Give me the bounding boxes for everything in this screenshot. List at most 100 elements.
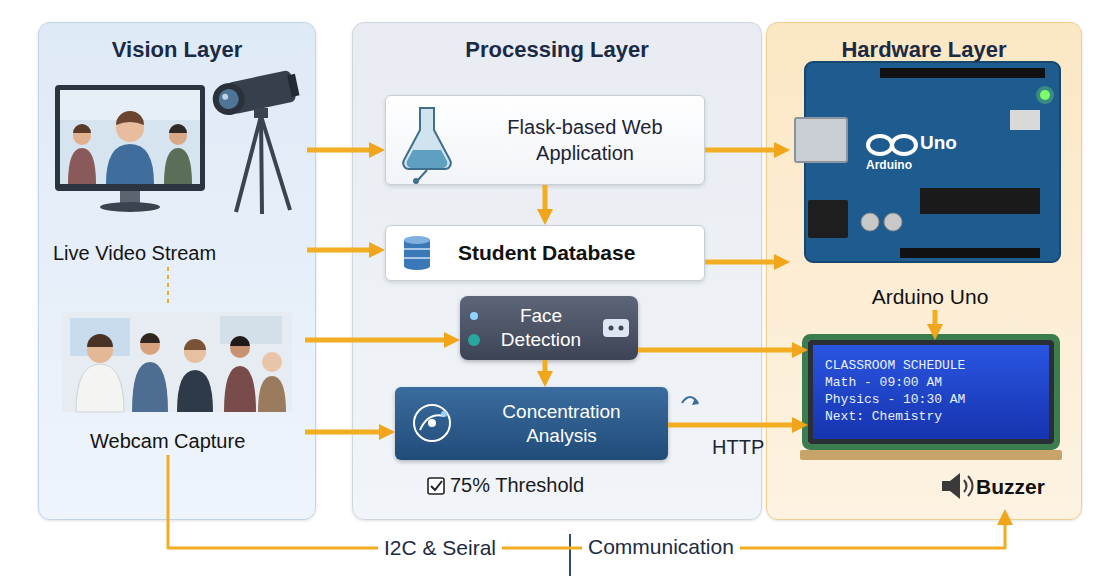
webcam-photo (140, 333, 160, 343)
webcam-photo (76, 364, 124, 412)
layer-title: Hardware Layer (767, 37, 1081, 63)
database-icon (404, 262, 430, 270)
flask-icon (413, 178, 419, 184)
arduino-board (795, 118, 847, 162)
arduino-board (884, 213, 902, 231)
checkbox-icon (431, 481, 442, 490)
arduino-board (920, 188, 1040, 214)
flow-arrow (307, 148, 379, 153)
database-icon (404, 248, 430, 250)
camera-tripod (287, 74, 299, 97)
camera-tripod (261, 116, 262, 214)
arduino-board (861, 213, 879, 231)
face-detection-icons (619, 326, 624, 331)
monitor-illustration (60, 90, 200, 184)
concentration-icon (428, 419, 436, 427)
box-label: Student Database (458, 241, 635, 265)
speaker-icon (964, 480, 967, 492)
face-detection-icons (470, 312, 478, 320)
bus-label: Communication (582, 535, 740, 559)
concentration-icon (420, 415, 444, 430)
box-label: Face Detection (490, 304, 592, 352)
divider-line (569, 534, 571, 576)
speaker-icon (968, 476, 973, 496)
threshold-note: 75% Threshold (450, 474, 584, 497)
lcd-text: Math - 09:00 AM (825, 375, 942, 392)
flow-arrow (305, 338, 454, 343)
flow-arrow (705, 148, 784, 153)
webcam-photo (87, 334, 113, 347)
monitor-illustration (55, 85, 205, 191)
face-detection-icons (603, 319, 629, 337)
camera-tripod (261, 116, 290, 210)
webcam-photo (258, 376, 286, 412)
lcd-base (800, 450, 1062, 460)
face-detection-icons (609, 326, 614, 331)
camera-tripod (210, 69, 301, 214)
layer-title: Processing Layer (353, 37, 761, 63)
monitor-illustration (55, 85, 205, 212)
webcam-photo (132, 362, 168, 412)
lcd-text: CLASSROOM SCHEDULE (825, 358, 965, 375)
webcam-photo (230, 336, 250, 346)
checkbox-icon (428, 478, 444, 494)
arduino-board (892, 136, 916, 154)
face-detection-icons (468, 312, 629, 346)
arduino-board (1036, 86, 1054, 104)
flow-arrow (933, 310, 938, 334)
database-box: Student Database (385, 225, 705, 281)
monitor-illustration (164, 148, 192, 184)
webcam-photo (220, 316, 282, 344)
lcd-base (800, 450, 1062, 460)
webcam-photo (177, 370, 213, 412)
concentration-icon (441, 411, 447, 417)
arduino-board (808, 200, 848, 238)
webcam-photo (224, 366, 256, 412)
flow-arrow (307, 248, 379, 253)
flow-arrow (543, 360, 548, 381)
layer-band: Processing LayerFlask-based Web Applicat… (352, 22, 762, 520)
webcam-photo (184, 339, 206, 350)
monitor-illustration (106, 144, 154, 184)
arduino-board (880, 68, 1045, 78)
lcd-text: Next: Chemistry (825, 409, 942, 426)
concentration-icon (414, 405, 450, 441)
flow-arrow (638, 348, 802, 353)
camera-tripod (222, 93, 229, 100)
arduino-board (868, 136, 892, 154)
webcam-photo (262, 352, 282, 372)
lcd-display: CLASSROOM SCHEDULEMath - 09:00 AMPhysics… (808, 340, 1054, 444)
database-icon (404, 236, 430, 244)
monitor-illustration (73, 124, 91, 133)
board-label: Arduino Uno (872, 285, 989, 309)
face-detection-icons (468, 334, 480, 346)
webcam-photo (62, 312, 292, 412)
edge-label: HTTP (712, 436, 764, 459)
dashed-link (167, 267, 169, 305)
monitor-illustration (100, 202, 160, 212)
database-icon (404, 257, 430, 259)
database-icon (404, 236, 430, 270)
speaker-icon (942, 473, 973, 499)
camera-tripod (217, 87, 241, 111)
arduino-board (900, 248, 1040, 258)
board-print: Uno (920, 132, 957, 154)
flow-arrow (705, 260, 784, 265)
arduino-board (795, 62, 1060, 262)
layer-title: Vision Layer (39, 37, 315, 63)
flow-arrow (543, 185, 548, 219)
source-label: Live Video Stream (53, 242, 216, 265)
camera-tripod (210, 80, 248, 118)
flow-arrow (668, 423, 802, 428)
flask-icon (403, 108, 451, 184)
flow-arrow (305, 430, 389, 435)
flask-icon (407, 150, 448, 168)
concentration-icon (414, 397, 699, 441)
monitor-illustration (68, 148, 96, 184)
monitor-illustration (169, 124, 187, 133)
divider-line (570, 534, 571, 576)
webcam-photo (62, 312, 292, 412)
speaker-icon (942, 473, 960, 499)
flask-icon (403, 108, 451, 169)
arduino-board (1010, 110, 1040, 130)
